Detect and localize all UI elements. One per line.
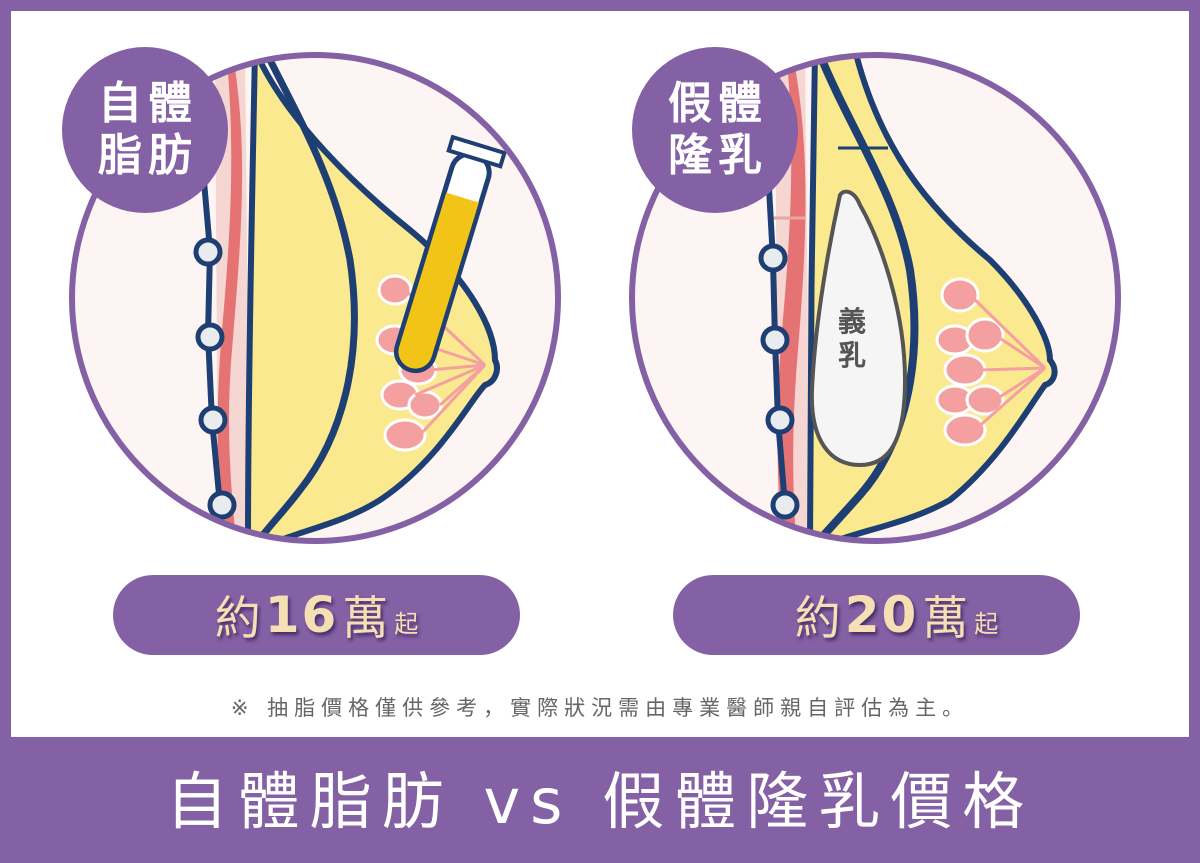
fat-grafting-label-line1: 自體 [98,78,198,129]
implant-label-line1: 義 [837,305,866,338]
price-suffix: 起 [974,610,999,638]
implant-label-badge: 假體 隆乳 [632,47,798,213]
fat-grafting-label-line2: 脂肪 [98,130,198,181]
implant-price-pill: 約 20 萬 起 [673,575,1080,655]
price-prefix: 約 [214,591,261,645]
price-amount: 16 [264,586,339,644]
fat-grafting-label-badge: 自體 脂肪 [62,47,228,213]
page-title: 自體脂肪 vs 假體隆乳價格 [165,765,1035,838]
price-disclaimer: ※ 抽脂價格僅供參考，實際狀況需由專業醫師親自評估為主。 [230,696,970,720]
implant-label: 義 乳 [832,305,872,373]
implant-badge-line1: 假體 [668,78,768,129]
implant-label-line2: 乳 [837,339,866,372]
price-unit: 萬 [922,591,969,645]
price-unit: 萬 [342,591,389,645]
price-suffix: 起 [394,610,419,638]
price-prefix: 約 [794,591,841,645]
implant-badge-line2: 隆乳 [668,130,768,181]
price-amount: 20 [844,586,919,644]
fat-grafting-price-pill: 約 16 萬 起 [113,575,520,655]
